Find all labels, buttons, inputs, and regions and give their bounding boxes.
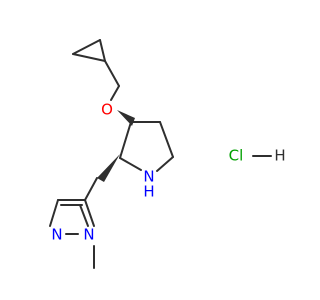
bond-pyrrolidine-c4-c5 xyxy=(159,121,174,158)
chloride-label: Cl xyxy=(229,147,244,165)
salt-hydrogen-label: H xyxy=(274,147,285,165)
bond-lines xyxy=(49,39,272,269)
bond-pyrazole-c4-c5-inner xyxy=(79,204,89,227)
oxygen-label: O xyxy=(101,101,113,119)
pyrrolidine-hydrogen-label: H xyxy=(143,183,154,201)
wedge-bond-oxygen xyxy=(117,110,135,126)
chemical-structure: O N H N N Cl H xyxy=(49,39,286,269)
pyrazole-nitrogen-2-label: N xyxy=(51,226,62,244)
pyrrolidine-nitrogen-label: N xyxy=(143,168,154,186)
bond-cyclopropyl-2 xyxy=(99,39,106,62)
molecule-canvas: O N H N N Cl H xyxy=(49,39,286,269)
bond-pyrazole-c4-c5 xyxy=(84,199,95,227)
bond-pyrazole-c3-n2 xyxy=(49,199,59,227)
bond-cyclopropyl-3 xyxy=(72,53,106,62)
bond-pyrrolidine-c3-c2 xyxy=(119,121,132,159)
bond-cyclopropyl-1 xyxy=(72,39,101,55)
bond-methylene-oxygen xyxy=(110,85,120,101)
bond-linker-pyrazole xyxy=(84,177,98,201)
bond-pyrrolidine-c5-n xyxy=(156,156,174,172)
bond-cyclopropyl-methylene xyxy=(104,60,120,87)
bond-pyrrolidine-c2-n xyxy=(119,157,142,171)
pyrazole-nitrogen-1-label: N xyxy=(83,226,94,244)
wedge-bond-ch2 xyxy=(97,154,120,182)
